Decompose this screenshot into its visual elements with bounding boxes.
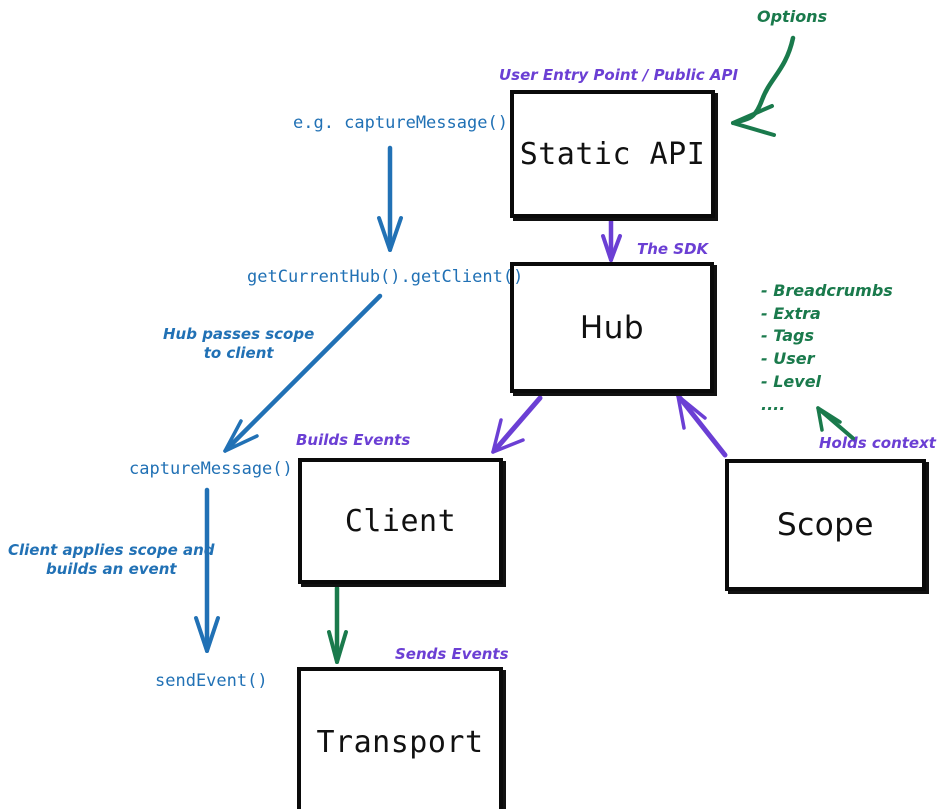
node-hub-label: Hub [579, 309, 645, 346]
arrow-capture-to-getclient [377, 145, 403, 252]
context-list-item-ellipsis: .... [761, 394, 786, 414]
arrow-client-to-transport [327, 585, 348, 664]
context-list: - Breadcrumbs - Extra - Tags - User - Le… [761, 280, 893, 416]
node-transport[interactable]: Transport [297, 667, 503, 809]
node-client-label: Client [344, 503, 457, 539]
node-static-api[interactable]: Static API [510, 90, 715, 218]
node-scope-label: Scope [777, 507, 874, 543]
annotation-send-event: sendEvent() [155, 671, 268, 691]
context-list-item-level: - Level [761, 371, 822, 391]
annotation-get-current-hub: getCurrentHub().getClient() [247, 267, 524, 287]
annotation-client-applies-scope: Client applies scope and builds an event [8, 541, 215, 578]
node-transport-label: Transport [316, 724, 484, 760]
annotation-user-entry-point: User Entry Point / Public API [499, 66, 739, 84]
arrow-getclient-to-capturemessage [223, 293, 383, 453]
node-hub[interactable]: Hub [510, 262, 714, 393]
annotation-capture-message: captureMessage() [129, 459, 293, 479]
arrow-static-api-to-hub [601, 217, 622, 262]
annotation-hub-passes-scope: Hub passes scope to client [163, 325, 315, 362]
context-list-item-tags: - Tags [761, 326, 814, 346]
annotation-sends-events: Sends Events [395, 645, 509, 663]
context-list-item-breadcrumbs: - Breadcrumbs [761, 281, 893, 300]
context-list-item-extra: - Extra [761, 303, 821, 323]
arrow-scope-to-hub [676, 394, 728, 458]
annotation-holds-context: Holds context [819, 434, 936, 452]
arrow-options-to-static-api [731, 35, 796, 137]
annotation-options: Options [757, 7, 828, 26]
arrow-hub-to-client [491, 395, 543, 454]
node-scope[interactable]: Scope [725, 459, 926, 591]
context-list-item-user: - User [761, 349, 815, 369]
node-client[interactable]: Client [298, 458, 503, 584]
annotation-builds-events: Builds Events [296, 431, 411, 449]
node-static-api-label: Static API [519, 136, 706, 172]
annotation-the-sdk: The SDK [637, 240, 709, 258]
annotation-eg-capture-message: e.g. captureMessage() [293, 113, 508, 133]
